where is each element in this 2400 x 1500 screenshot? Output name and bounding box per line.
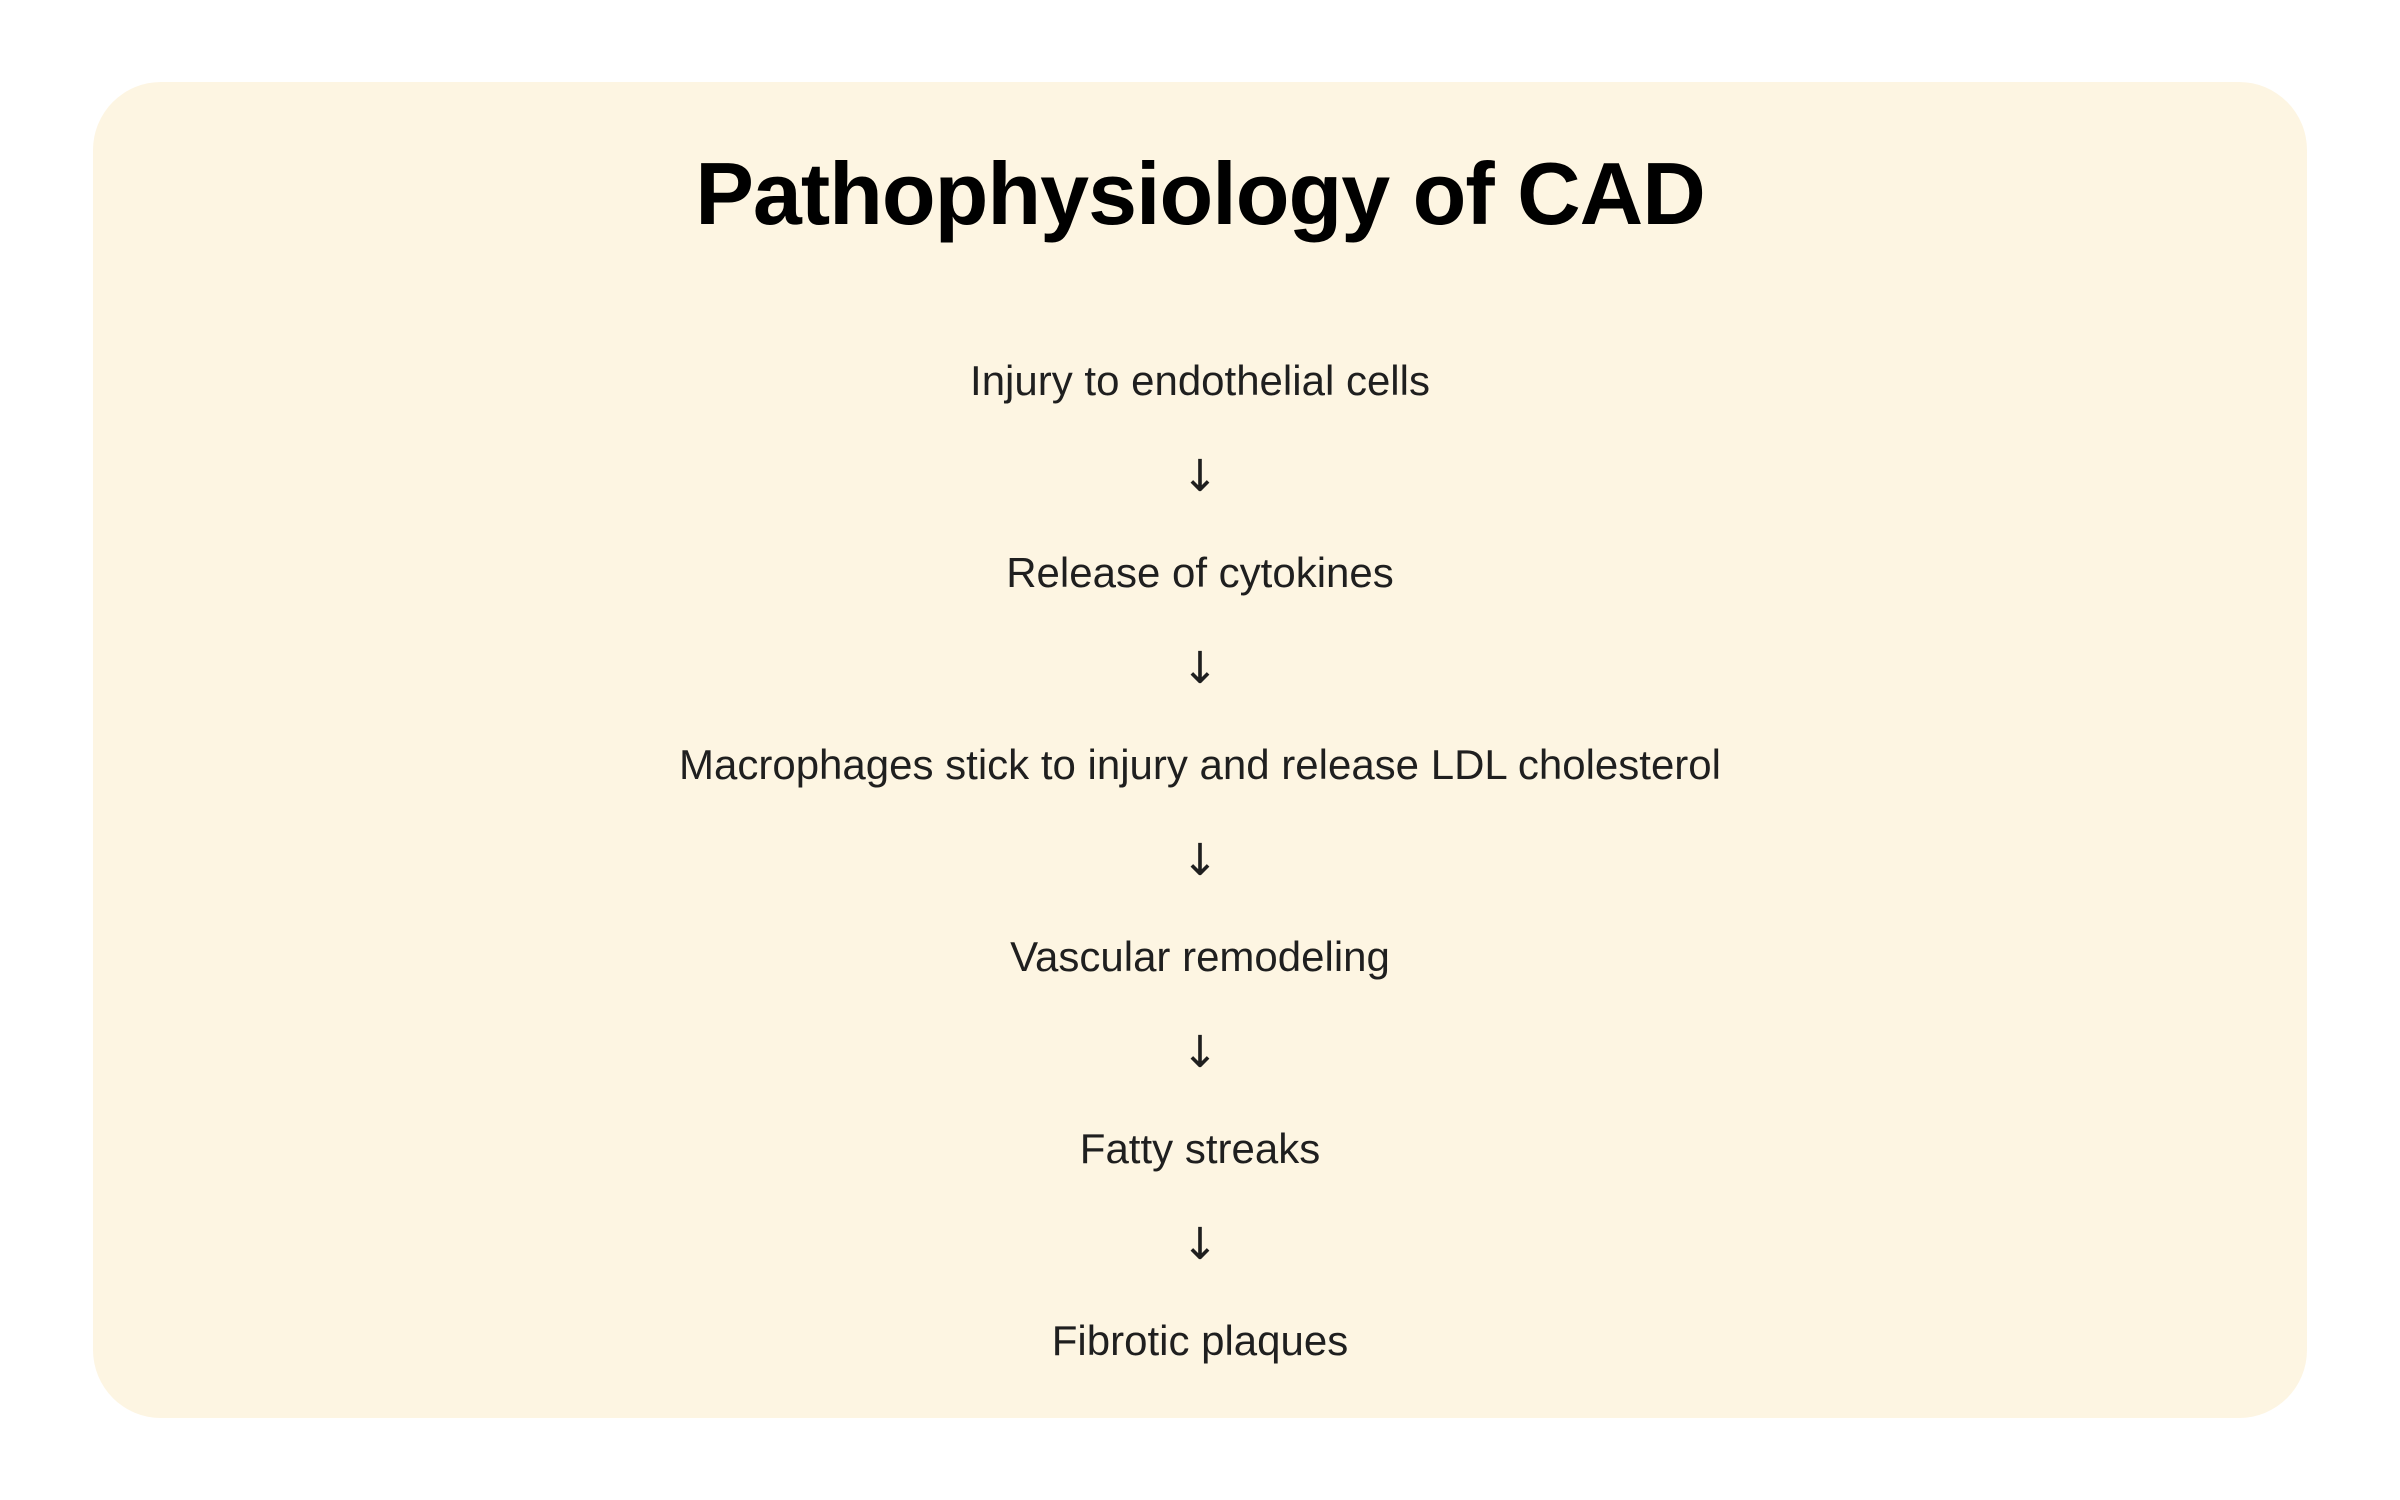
down-arrow-icon: ↓ [1181,835,1219,886]
flow-step-6: Fibrotic plaques [1051,1317,1349,1364]
flow-step-5: Fatty streaks [1079,1125,1321,1172]
down-arrow-icon: ↓ [1181,1219,1219,1270]
page-title: Pathophysiology of CAD [695,144,1706,243]
down-arrow-icon: ↓ [1181,643,1219,694]
flow-step-1: Injury to endothelial cells [970,357,1430,404]
down-arrow-icon: ↓ [1181,1027,1219,1078]
flow-step-4: Vascular remodeling [1010,933,1390,980]
flow-step-3: Macrophages stick to injury and release … [679,741,1721,788]
flowchart: Injury to endothelial cells ↓ Release of… [93,356,2307,1366]
down-arrow-icon: ↓ [1181,451,1219,502]
flow-step-2: Release of cytokines [1006,549,1394,596]
pathophysiology-card: Pathophysiology of CAD Injury to endothe… [93,82,2307,1418]
